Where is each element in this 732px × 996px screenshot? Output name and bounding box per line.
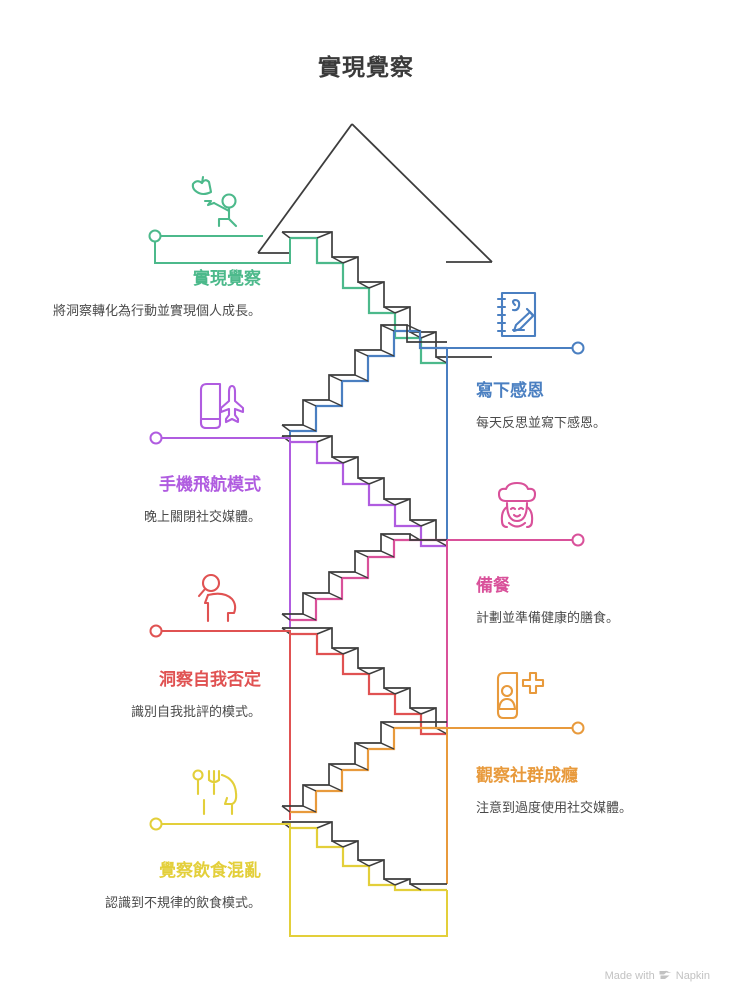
- step-marker-4: [571, 533, 585, 547]
- step-marker-1: [148, 229, 162, 243]
- step-description-4: 計劃並準備健康的膳食。: [476, 609, 620, 625]
- step-marker-2: [571, 341, 585, 355]
- person-releasing-dove-icon: [184, 170, 246, 232]
- notebook-with-pen-icon: [489, 286, 547, 344]
- flight-1-green: [154, 231, 492, 456]
- flight-2-blue: [281, 324, 578, 540]
- chef-with-hat-icon: [489, 481, 545, 537]
- step-heading-5: 洞察自我否定: [159, 670, 261, 689]
- step-block-7: 覺察飲食混亂 認識到不規律的飲食模式。: [46, 860, 261, 913]
- step-block-3: 手機飛航模式 晚上關閉社交媒體。: [46, 474, 261, 527]
- footer-credit-prefix: Made with: [604, 970, 655, 982]
- step-description-7: 認識到不規律的飲食模式。: [104, 894, 261, 910]
- step-description-6: 注意到過度使用社交媒體。: [476, 799, 633, 815]
- step-block-6: 觀察社群成癮 注意到過度使用社交媒體。: [476, 765, 691, 818]
- step-marker-5: [149, 624, 163, 638]
- head-with-magnifier-icon: [194, 571, 248, 625]
- step-block-4: 備餐 計劃並準備健康的膳食。: [476, 575, 691, 628]
- flight-3-purple: [160, 435, 448, 628]
- napkin-logo-icon: [659, 970, 672, 982]
- step-block-2: 寫下感恩 每天反思並寫下感恩。: [476, 380, 691, 433]
- step-description-2: 每天反思並寫下感恩。: [476, 414, 607, 430]
- phone-airplane-mode-icon: [190, 376, 248, 434]
- flight-5-red: [158, 627, 448, 820]
- flight-4-magenta: [281, 533, 578, 728]
- phone-profile-plus-icon: [489, 666, 545, 722]
- footer-credit: Made with Napkin: [605, 970, 710, 982]
- step-heading-7: 覺察飲食混亂: [159, 861, 261, 880]
- step-heading-6: 觀察社群成癮: [476, 766, 578, 785]
- step-marker-6: [571, 721, 585, 735]
- arrow-outline: [257, 123, 493, 263]
- step-marker-7: [149, 817, 163, 831]
- step-description-1: 將洞察轉化為行動並實現個人成長。: [52, 302, 261, 318]
- step-block-1: 實現覺察 將洞察轉化為行動並實現個人成長。: [46, 268, 261, 321]
- page-title: 實現覺察: [318, 54, 414, 80]
- step-description-5: 識別自我批評的模式。: [130, 703, 261, 719]
- flight-6-orange: [281, 721, 578, 884]
- flight-7-yellow: [158, 821, 448, 937]
- step-description-3: 晚上關閉社交媒體。: [143, 508, 261, 524]
- step-marker-3: [149, 431, 163, 445]
- step-heading-2: 寫下感恩: [476, 381, 544, 400]
- step-heading-3: 手機飛航模式: [159, 475, 261, 494]
- step-block-5: 洞察自我否定 識別自我批評的模式。: [46, 669, 261, 722]
- footer-brand: Napkin: [675, 970, 710, 982]
- step-heading-1: 實現覺察: [193, 269, 261, 288]
- step-heading-4: 備餐: [476, 576, 510, 595]
- head-with-cutlery-icon: [190, 766, 246, 822]
